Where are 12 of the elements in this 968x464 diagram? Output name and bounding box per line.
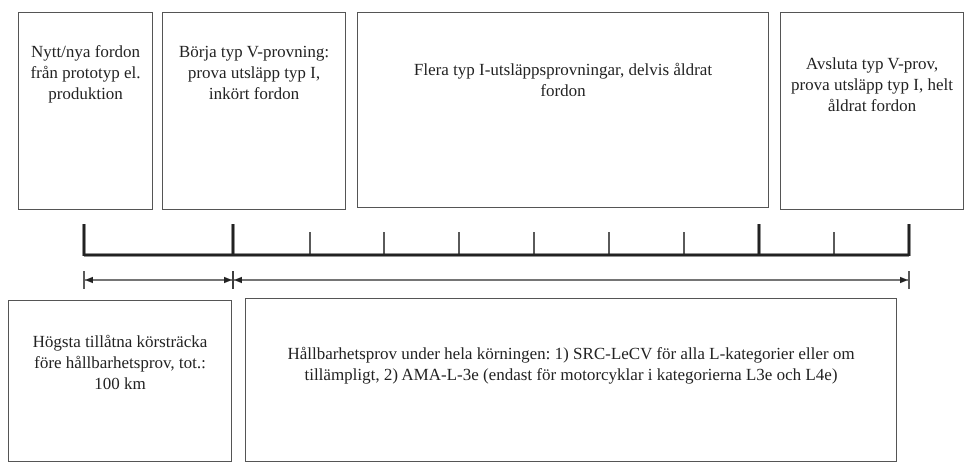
box-text: Avsluta typ V-prov, prova utsläpp typ I, helt åldrat fordon	[790, 53, 954, 116]
text-box	[780, 12, 964, 210]
box-text: Nytt/nya fordon från prototyp el. produktion	[30, 41, 140, 104]
text-box	[245, 298, 897, 462]
text-box	[357, 12, 769, 208]
box-text: Börja typ V-provning: prova utsläpp typ I, inkört fordon	[178, 41, 330, 104]
text-box	[18, 12, 153, 210]
box-text: Flera typ I-utsläppsprovningar, delvis åldrat fordon	[412, 59, 714, 101]
text-box	[162, 12, 346, 210]
box-text: Högsta tillåtna körsträcka före hållbarhetsprov, tot.: 100 km	[32, 331, 208, 394]
text-box	[8, 300, 232, 462]
box-text: Hållbarhetsprov under hela körningen: 1) SRC-LeCV för alla L-kategorier eller om tillämpligt, 2) AMA-L-3e (endast för motorcyklar i kategorierna L3e och L4e)	[286, 343, 856, 385]
